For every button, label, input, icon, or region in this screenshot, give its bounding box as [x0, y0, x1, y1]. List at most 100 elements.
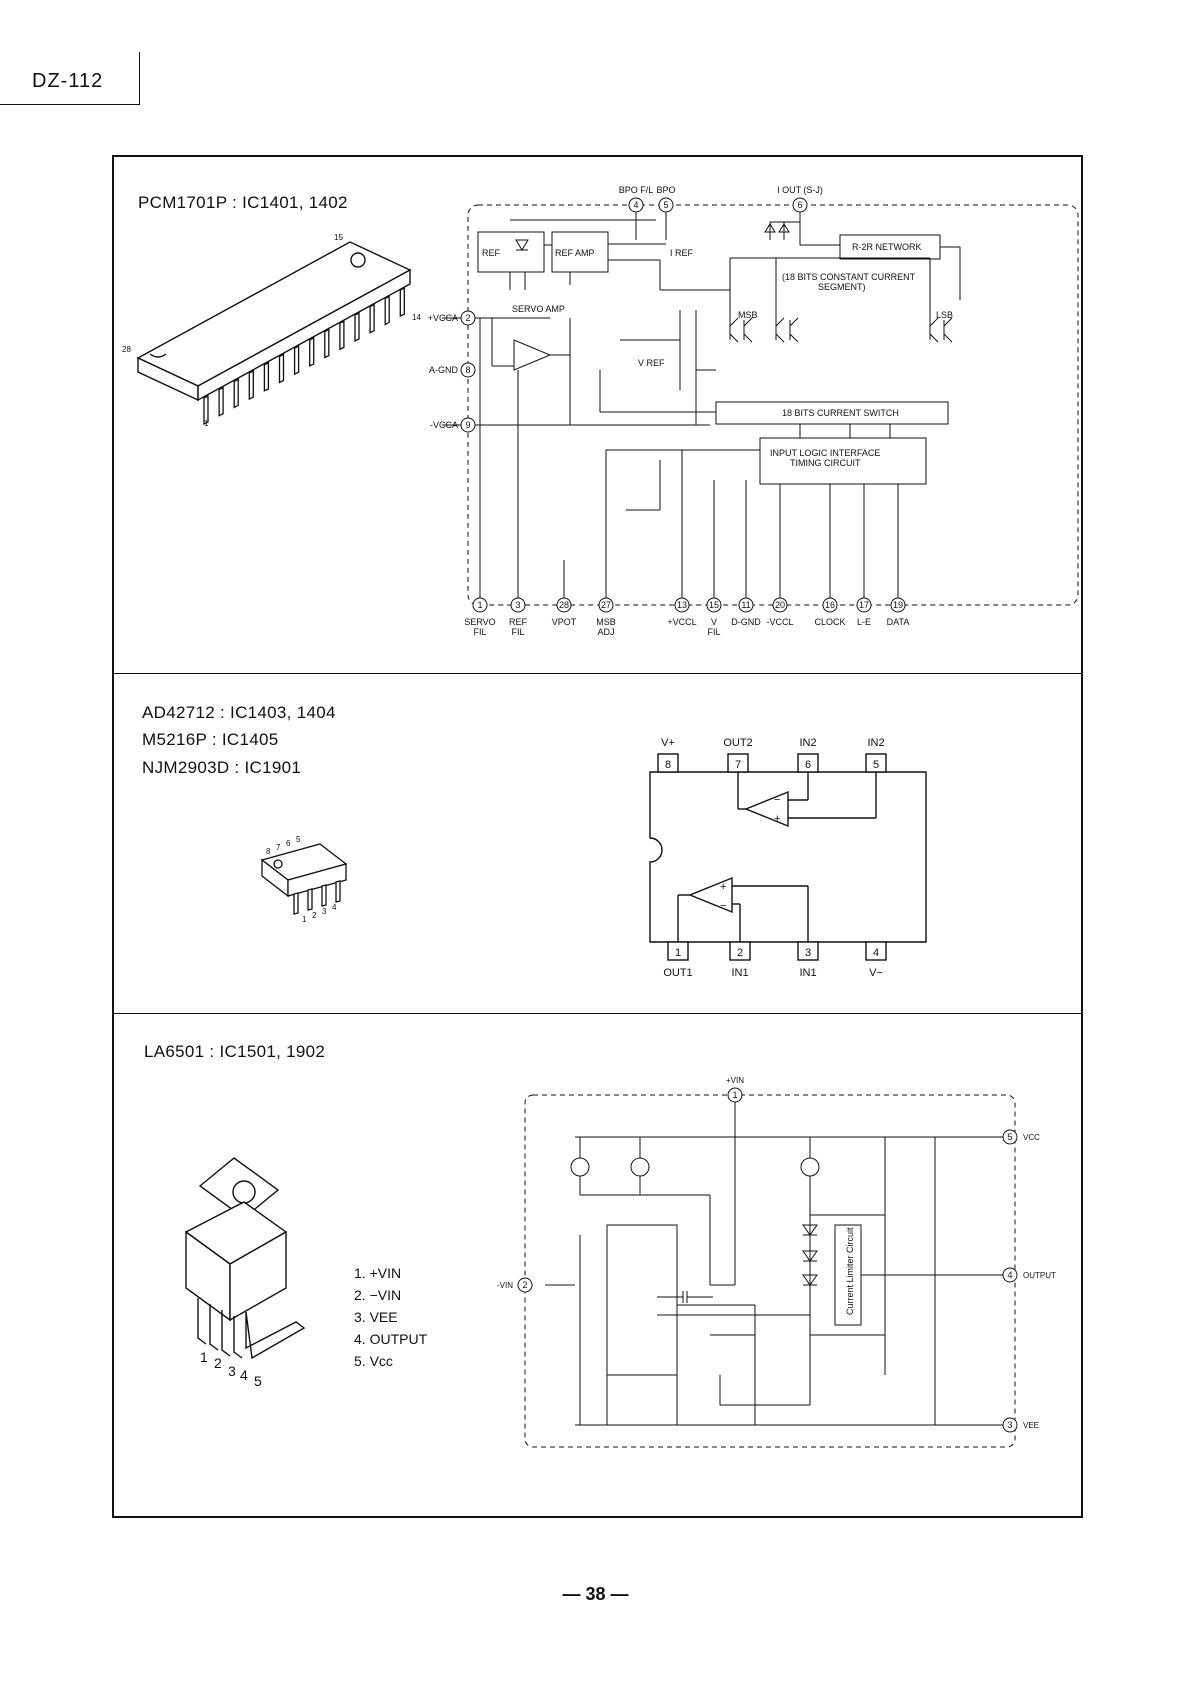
dual-top-pin-num: 8	[665, 759, 671, 771]
transistor	[729, 317, 739, 327]
pcm-top-pin-num: 4	[633, 200, 638, 210]
pcm1701p-package: 15 28 14 1	[122, 233, 421, 428]
logic-label-1: INPUT LOGIC INTERFACE	[770, 448, 880, 458]
dual-top-pin-label: V+	[661, 737, 675, 749]
pcm-bottom-pin-label: SERVO	[464, 617, 495, 627]
current-switch-label: 18 BITS CURRENT SWITCH	[782, 408, 899, 418]
header-rule	[0, 104, 140, 105]
la-pin-num: 4	[1007, 1270, 1012, 1280]
dip28-pin	[233, 378, 239, 409]
transistor	[789, 317, 799, 327]
dip28-pin	[203, 394, 209, 426]
dip8-mark-7: 7	[276, 843, 281, 852]
constant-current-label-1: (18 BITS CONSTANT CURRENT	[782, 272, 916, 282]
dual-op-title-2: M5216P : IC1405	[142, 730, 279, 749]
la6501-pin-legend: 1. +VIN 2. −VIN 3. VEE 4. OUTPUT 5. Vcc	[354, 1262, 427, 1372]
dual-bottom-pin-num: 4	[873, 947, 879, 959]
transistor	[775, 317, 785, 327]
dual-bottom-pin-num: 3	[805, 947, 811, 959]
la-pin-circle	[1002, 1417, 1018, 1433]
dip28-pin	[354, 311, 360, 343]
pcm-left-pin-num: 8	[465, 365, 470, 375]
upper-amp-plus: +	[774, 813, 780, 825]
ref-amp-block-label: REF AMP	[555, 248, 595, 258]
section-divider-2	[112, 1013, 1083, 1014]
pkg-mark-14: 14	[412, 313, 421, 322]
pcm-bottom-pin-label: REF	[509, 617, 528, 627]
dual-bottom-pin-num: 1	[675, 947, 681, 959]
pcm-bottom-pin-num: 16	[825, 600, 835, 610]
pcm-bottom-pin-circle	[510, 597, 526, 613]
transistor	[775, 333, 785, 343]
dip8-mark-8: 8	[266, 847, 271, 856]
ref-block-label: REF	[482, 248, 501, 258]
pcm-bottom-pin-label: L-E	[857, 617, 871, 627]
dual-bottom-pin-label: IN1	[731, 967, 748, 979]
pcm-left-pin-circle	[460, 417, 476, 433]
pcm-bottom-pin-label: FIL	[473, 627, 486, 637]
schematic-frame	[112, 155, 1083, 1518]
dip28-pin	[263, 361, 270, 392]
la-pin-num: 3	[1007, 1420, 1012, 1430]
la-pin-mark-3: 3	[228, 1363, 236, 1379]
pcm-bottom-pin-num: 1	[477, 600, 482, 610]
pcm-top-pin-num: 6	[797, 200, 802, 210]
la-pin-label: +VIN	[726, 1076, 744, 1085]
dip28-pin	[339, 320, 345, 351]
pcm-bottom-pin-num: 19	[893, 600, 903, 610]
pcm-bottom-pin-label: FIL	[511, 627, 524, 637]
pcm-bottom-pin-label: -VCCL	[766, 617, 793, 627]
pcm-bottom-pin-num: 3	[515, 600, 520, 610]
la-pin-mark-1: 1	[200, 1349, 208, 1365]
pcm-bottom-pin-num: 13	[677, 600, 687, 610]
dual-top-pin-box	[657, 753, 679, 773]
dip8-pin	[293, 892, 299, 915]
dual-top-pin-box	[727, 753, 749, 773]
pcm-top-pin-num: 5	[663, 200, 668, 210]
pcm-top-pin-label: I OUT (S-J)	[777, 185, 823, 195]
legend-item: 4. OUTPUT	[354, 1331, 428, 1347]
la-pin-label: OUTPUT	[1023, 1271, 1056, 1280]
pcm1701p-title: PCM1701P : IC1401, 1402	[138, 193, 348, 212]
pcm-left-pin-label: +VCCA	[428, 313, 458, 323]
pcm-bottom-pin-circle	[706, 597, 722, 613]
legend-item: 1. +VIN	[354, 1265, 402, 1281]
dual-bottom-pin-label: V−	[869, 967, 883, 979]
transistor	[943, 333, 953, 343]
lower-amp-plus: +	[720, 881, 726, 893]
la-pin-num: 5	[1007, 1132, 1012, 1142]
dual-bottom-pin-num: 2	[737, 947, 743, 959]
la-pin-num: 2	[522, 1280, 527, 1290]
pcm-top-pin-circle	[658, 197, 674, 213]
v-ref-label: V REF	[638, 358, 665, 368]
pkg-mark-1: 1	[204, 419, 209, 428]
pcm-bottom-pin-circle	[856, 597, 872, 613]
legend-item: 2. −VIN	[354, 1287, 402, 1303]
dual-op-title-1: AD42712 : IC1403, 1404	[142, 703, 336, 722]
header-vertical-rule	[139, 52, 140, 105]
transistor	[743, 333, 753, 343]
dip8-mark-2: 2	[312, 911, 317, 920]
la-pin-circle	[1002, 1129, 1018, 1145]
dip8-mark-1: 1	[302, 915, 307, 924]
pcm-bottom-pin-num: 27	[601, 600, 611, 610]
current-limiter-label: Current Limiter Circuit	[845, 1227, 855, 1315]
pcm-left-pin-circle	[460, 362, 476, 378]
dual-bottom-pin-box	[729, 941, 751, 961]
pkg-mark-15: 15	[334, 233, 343, 242]
dual-top-pin-num: 6	[805, 759, 811, 771]
section-divider-1	[112, 673, 1083, 674]
pcm-bottom-pin-num: 15	[709, 600, 719, 610]
legend-item: 5. Vcc	[354, 1353, 393, 1369]
pcm-bottom-pin-circle	[598, 597, 614, 613]
pcm-bottom-pin-label: CLOCK	[814, 617, 845, 627]
lsb-label: LSB	[936, 310, 953, 320]
transistor	[929, 333, 939, 343]
i-ref-label: I REF	[670, 248, 694, 258]
pkg-mark-28: 28	[122, 345, 131, 354]
msb-label: MSB	[738, 310, 758, 320]
dual-bottom-pin-box	[865, 941, 887, 961]
pcm-top-pin-label: BPO	[656, 185, 675, 195]
